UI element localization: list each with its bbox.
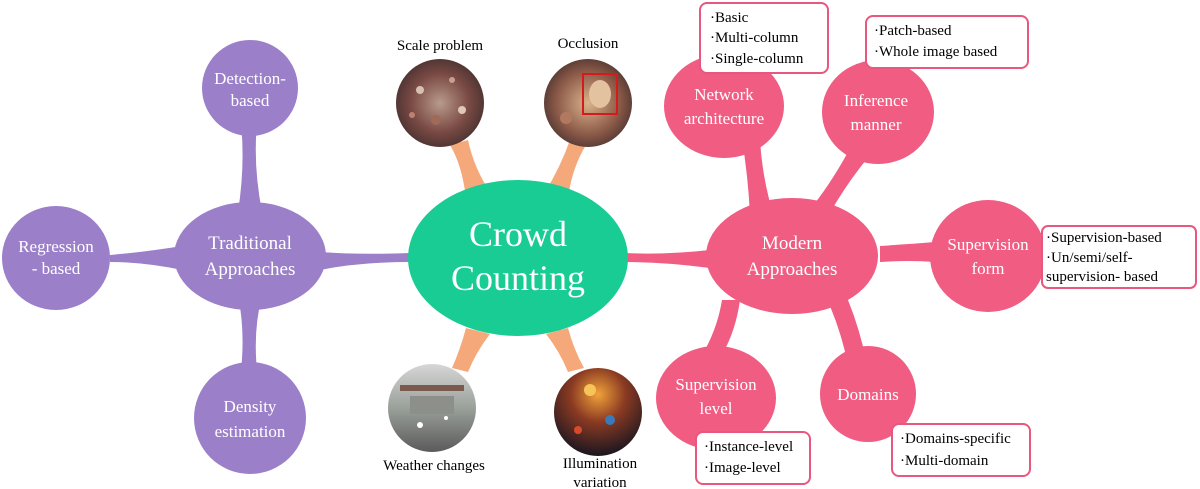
node-inference-manner: Inference manner	[822, 60, 934, 164]
svg-text:supervision- based: supervision- based	[1046, 269, 1159, 285]
svg-text:Inference: Inference	[844, 91, 908, 110]
dense-crowd-photo	[396, 59, 484, 147]
svg-text:level: level	[699, 399, 732, 418]
node-supervision-form: Supervision form	[930, 200, 1046, 312]
svg-text:based: based	[231, 91, 270, 110]
svg-text:·Patch-based: ·Patch-based	[874, 23, 952, 39]
svg-text:estimation: estimation	[215, 422, 286, 441]
svg-text:·Multi-domain: ·Multi-domain	[900, 453, 989, 469]
node-supervision-level: Supervision level	[656, 346, 776, 450]
challenge-connectors	[450, 140, 586, 372]
node-modern-approaches: Modern Approaches	[706, 198, 878, 314]
svg-text:·Multi-column: ·Multi-column	[710, 30, 799, 46]
challenge-occlusion: Occlusion	[544, 36, 632, 147]
svg-text:Counting: Counting	[451, 258, 585, 298]
box-supervision-form: ·Supervision-based ·Un/semi/self- superv…	[1041, 225, 1197, 289]
node-network-architecture: Network architecture	[664, 54, 784, 158]
svg-text:Approaches: Approaches	[205, 259, 296, 280]
svg-text:manner: manner	[851, 115, 902, 134]
svg-text:Supervision: Supervision	[947, 235, 1029, 254]
concert-crowd-photo	[554, 368, 642, 456]
svg-text:Modern: Modern	[762, 233, 823, 254]
svg-text:·Supervision-based: ·Supervision-based	[1046, 230, 1162, 246]
svg-text:Domains: Domains	[837, 385, 898, 404]
challenge-scale-problem: Scale problem	[396, 38, 484, 147]
node-crowd-counting: Crowd Counting	[408, 180, 628, 336]
svg-text:·Whole image based: ·Whole image based	[874, 44, 998, 60]
svg-text:·Domains-specific: ·Domains-specific	[900, 431, 1011, 447]
occluded-face-crowd-photo	[544, 59, 632, 147]
box-network-architecture: ·Basic ·Multi-column ·Single-column	[699, 2, 829, 74]
svg-text:architecture: architecture	[684, 109, 764, 128]
svg-text:Weather changes: Weather changes	[383, 458, 485, 474]
svg-text:Supervision: Supervision	[675, 375, 757, 394]
svg-text:Scale problem: Scale problem	[397, 38, 484, 54]
svg-text:·Instance-level: ·Instance-level	[704, 439, 793, 455]
svg-text:form: form	[971, 259, 1004, 278]
svg-text:Occlusion: Occlusion	[558, 36, 619, 52]
node-detection-based: Detection- based	[202, 40, 298, 136]
traditional-connectors	[110, 115, 410, 378]
snowy-crowd-photo	[388, 364, 476, 452]
svg-text:Detection-: Detection-	[214, 69, 286, 88]
challenge-weather-changes: Weather changes	[383, 364, 485, 474]
node-regression-based: Regression - based	[2, 206, 110, 310]
node-domains: Domains	[820, 346, 916, 442]
svg-text:·Basic: ·Basic	[710, 10, 749, 26]
svg-text:·Single-column: ·Single-column	[710, 51, 804, 67]
svg-text:Approaches: Approaches	[747, 259, 838, 280]
node-density-estimation: Density estimation	[194, 362, 306, 474]
svg-text:Regression: Regression	[18, 237, 94, 256]
svg-text:Network: Network	[694, 85, 754, 104]
svg-text:·Image-level: ·Image-level	[704, 460, 781, 476]
svg-text:variation: variation	[573, 475, 627, 489]
svg-text:- based: - based	[32, 259, 81, 278]
svg-text:·Un/semi/self-: ·Un/semi/self-	[1046, 250, 1133, 266]
svg-text:Traditional: Traditional	[208, 233, 292, 254]
svg-text:Illumination: Illumination	[563, 456, 638, 472]
svg-text:Crowd: Crowd	[469, 214, 567, 254]
node-traditional-approaches: Traditional Approaches	[174, 202, 326, 310]
box-supervision-level: ·Instance-level ·Image-level	[695, 431, 811, 485]
challenge-illumination-variation: Illumination variation	[554, 368, 642, 489]
box-domains: ·Domains-specific ·Multi-domain	[891, 423, 1031, 477]
box-inference-manner: ·Patch-based ·Whole image based	[865, 15, 1029, 69]
svg-text:Density: Density	[224, 397, 277, 416]
